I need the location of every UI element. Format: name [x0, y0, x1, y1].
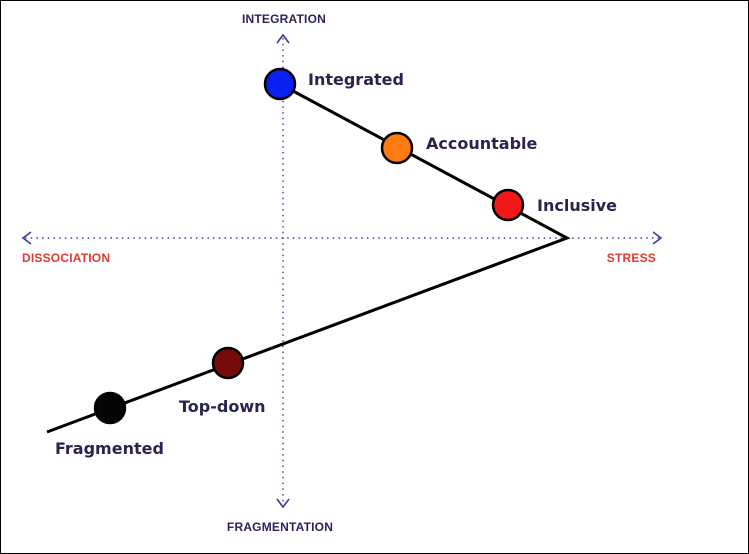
axis-label-stress: STRESS [607, 251, 656, 265]
node-top-down-label: Top-down [179, 397, 266, 416]
vertical-axis [276, 33, 290, 509]
node-inclusive-label: Inclusive [537, 196, 617, 215]
horizontal-axis-left-arrow [21, 231, 32, 245]
horizontal-axis-right-arrow [652, 231, 663, 245]
vertical-axis-down-arrow [276, 498, 290, 509]
node-fragmented-marker [93, 391, 127, 425]
vertical-axis-up-arrow [276, 33, 290, 44]
node-top-down: Top-down [179, 346, 266, 416]
node-fragmented-label: Fragmented [55, 439, 164, 458]
node-integrated-label: Integrated [308, 70, 404, 89]
node-fragmented: Fragmented [55, 391, 164, 458]
node-inclusive: Inclusive [491, 188, 617, 222]
axis-label-dissociation: DISSOCIATION [22, 251, 110, 265]
axis-label-integration: INTEGRATION [242, 12, 326, 26]
horizontal-axis [21, 231, 663, 245]
node-inclusive-marker [491, 188, 525, 222]
node-integrated-marker [263, 67, 297, 101]
axis-label-fragmentation: FRAGMENTATION [227, 520, 333, 534]
node-accountable: Accountable [380, 131, 538, 165]
node-integrated: Integrated [263, 67, 404, 101]
node-accountable-marker [380, 131, 414, 165]
node-accountable-label: Accountable [426, 134, 538, 153]
node-top-down-marker [211, 346, 245, 380]
